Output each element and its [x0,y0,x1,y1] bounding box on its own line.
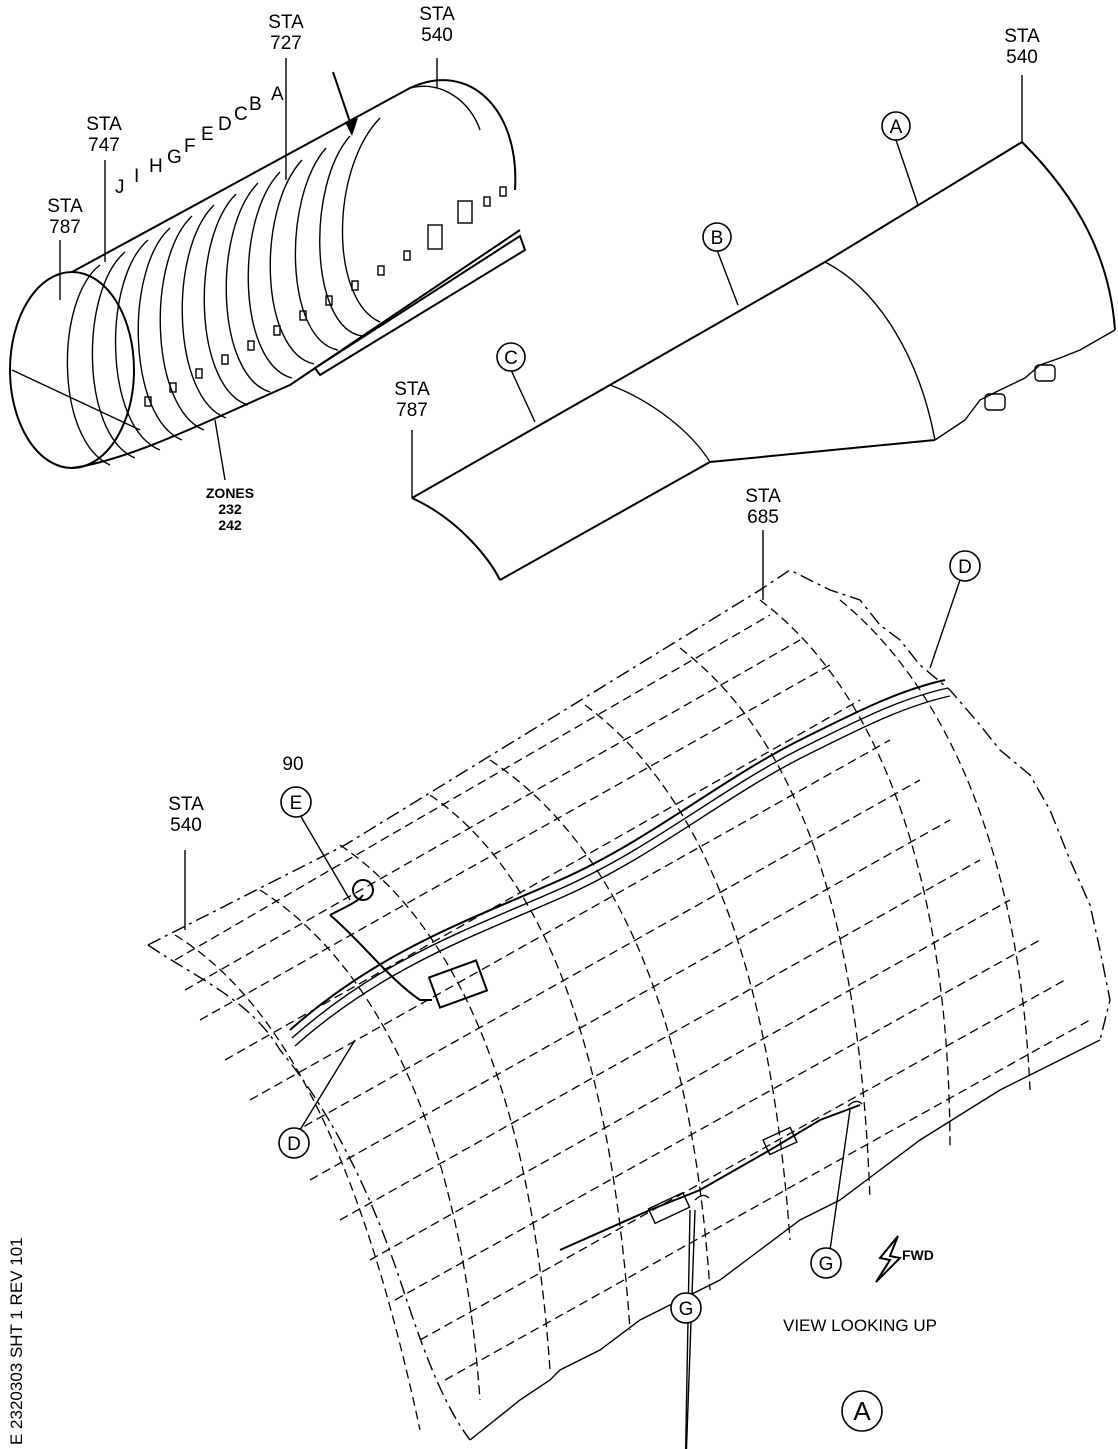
frame-letter-g: G [167,147,182,168]
frame-letter-d: D [218,114,232,135]
callout-g-left: G [679,1299,694,1320]
panel-view [411,75,1116,581]
callout-d-top: D [958,557,972,578]
wire-bundle [289,679,951,1047]
stringers [174,614,1091,1381]
frame-rings [66,135,363,466]
callout-d-left: D [287,1134,301,1155]
view-looking-up-label: VIEW LOOKING UP [783,1316,937,1335]
frame-letter-c: C [234,104,248,125]
fuselage-overview [9,58,527,481]
callout-e: E [290,793,303,814]
callout-b: B [711,228,724,249]
fwd-label: FWD [902,1247,934,1263]
item-number-90: 90 [282,754,303,775]
frame-letter-h: H [149,156,163,177]
frame-letter-f: F [184,136,196,157]
frame-letter-e: E [201,124,214,145]
frame-letter-a: A [271,84,284,105]
detail-view [147,530,1111,1449]
frame-letter-b: B [249,94,262,115]
view-id-a: A [853,1396,871,1426]
frame-letter-i: I [134,166,139,187]
callout-a: A [890,117,903,138]
callout-c: C [504,348,518,369]
window-row [144,186,507,407]
callout-g-right: G [819,1254,834,1275]
frames [174,599,1031,1431]
frame-letter-j: J [115,177,125,198]
side-code: E 2320303 SHT 1 REV 101 [7,1237,26,1445]
